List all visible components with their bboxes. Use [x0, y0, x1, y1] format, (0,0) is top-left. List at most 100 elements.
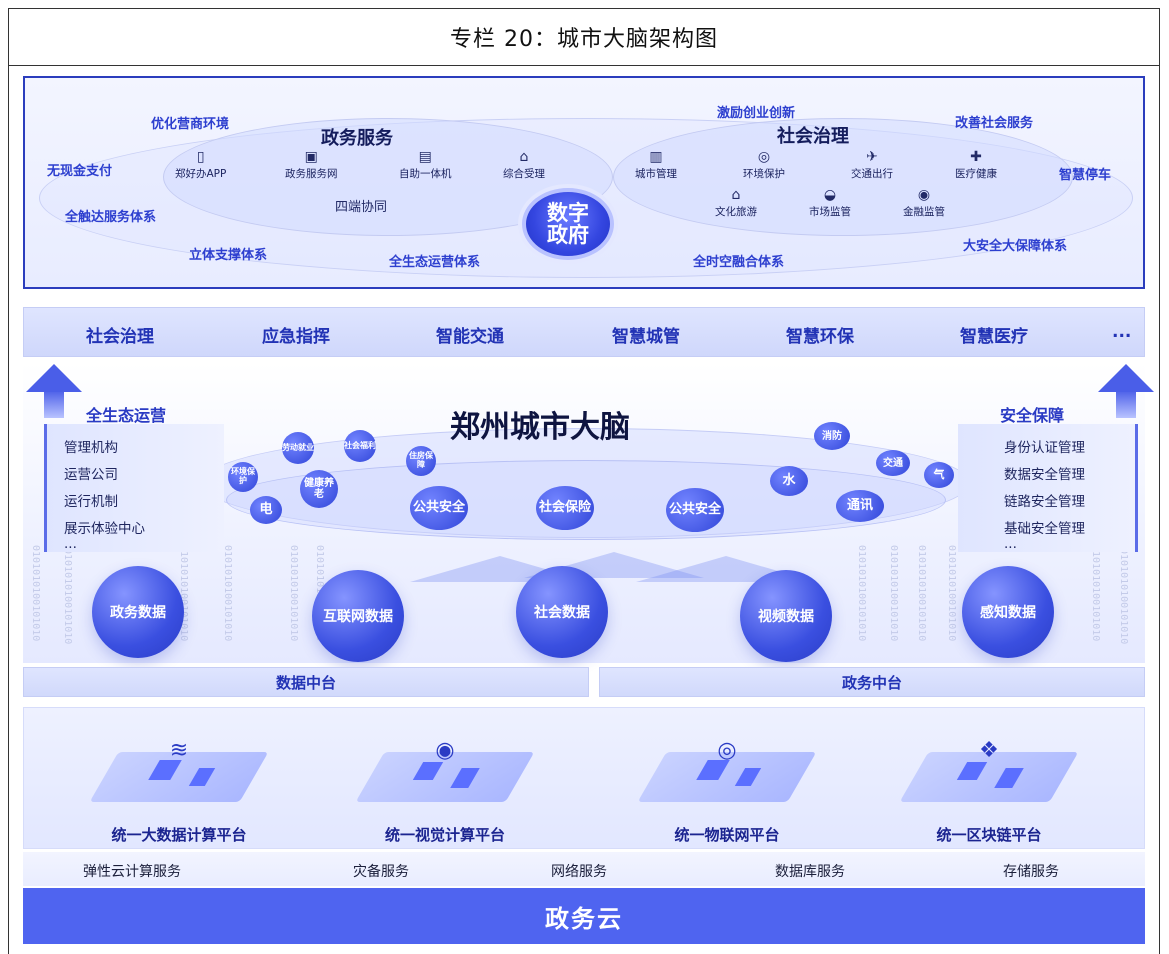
bubble-telecom: 通讯: [836, 490, 884, 522]
binary-stream: 0101010100101010: [916, 545, 927, 642]
unified-platform-zone: ≋ 统一大数据计算平台 ◉ 统一视觉计算平台 ◎ 统一物联网平台 ❖ 统一区块链…: [23, 707, 1145, 849]
data-source-internet[interactable]: 互联网数据: [312, 570, 404, 662]
data-source-gov[interactable]: 政务数据: [92, 566, 184, 658]
ops-item: 运行机制: [64, 494, 118, 510]
app-smart-healthcare[interactable]: 智慧医疗: [960, 327, 1028, 347]
service-zhenghaoban[interactable]: ▯ 郑好办APP: [175, 149, 227, 180]
cloud-service-item[interactable]: 弹性云计算服务: [83, 864, 181, 880]
app-smart-environment[interactable]: 智慧环保: [786, 327, 854, 347]
bubble-electricity: 电: [250, 496, 282, 524]
binary-stream: 0101010100101010: [222, 545, 233, 642]
figure-caption: 专栏 20：城市大脑架构图: [8, 8, 1160, 66]
service-gov-website[interactable]: ▣ 政务服务网: [285, 149, 338, 180]
bubble-gas: 气: [924, 462, 954, 488]
binary-stream: 0101010100101010: [946, 545, 957, 642]
cloud-service-item[interactable]: 存储服务: [1003, 864, 1059, 880]
service-city-management[interactable]: ▥ 城市管理: [635, 149, 677, 180]
service-acceptance[interactable]: ⌂ 综合受理: [503, 149, 545, 180]
security-item: 链路安全管理: [1004, 494, 1085, 510]
bubble-employment: 劳动就业: [282, 432, 314, 464]
up-arrow-right: [1098, 364, 1154, 392]
digital-government-panel: 政务服务 社会治理 优化营商环境 无现金支付 全触达服务体系 立体支撑体系 全生…: [23, 76, 1145, 289]
outer-label: 全生态运营体系: [389, 255, 481, 270]
outer-label: 立体支撑体系: [189, 248, 268, 263]
gov-service-heading: 政务服务: [321, 128, 393, 149]
app-smart-city-management[interactable]: 智慧城管: [612, 327, 680, 347]
ecosystem-ops-title: 全生态运营: [86, 406, 167, 425]
cloud-service-item[interactable]: 网络服务: [551, 864, 607, 880]
service-financial-supervision[interactable]: ◉ 金融监管: [903, 187, 945, 218]
ops-item: ...: [64, 536, 77, 552]
arrow-stem-left: [44, 390, 64, 418]
cloud-service-item[interactable]: 灾备服务: [353, 864, 409, 880]
service-healthcare[interactable]: ✚ 医疗健康: [955, 149, 997, 180]
platform-label: 统一大数据计算平台: [111, 826, 247, 844]
bubble-traffic: 交通: [876, 450, 910, 476]
ops-item: 管理机构: [64, 440, 118, 456]
binary-stream: 0101010100101010: [1090, 545, 1101, 642]
security-item: 身份认证管理: [1004, 440, 1085, 456]
wifi-icon: ◎: [717, 737, 737, 763]
cloud-services-row: 弹性云计算服务 灾备服务 网络服务 数据库服务 存储服务: [23, 852, 1145, 886]
platform-label: 统一视觉计算平台: [384, 826, 505, 844]
app-emergency-command[interactable]: 应急指挥: [262, 327, 330, 347]
bubble-public-safety: 公共安全: [410, 486, 468, 530]
digital-government-core: 数字政府: [522, 188, 614, 260]
database-stack-icon: ≋: [169, 737, 189, 763]
outer-label: 智慧停车: [1059, 168, 1112, 183]
platform-label: 统一区块链平台: [936, 826, 1042, 844]
counter-icon: ⌂: [519, 149, 529, 165]
service-kiosk[interactable]: ▤ 自助一体机: [399, 149, 452, 180]
binary-stream: 0101010100101010: [62, 548, 73, 645]
data-source-social[interactable]: 社会数据: [516, 566, 608, 658]
binary-stream: 0101010100101010: [888, 545, 899, 642]
figure-frame: [8, 8, 1160, 954]
platform-bigdata[interactable]: ≋ 统一大数据计算平台: [64, 712, 294, 847]
culture-icon: ⌂: [731, 187, 741, 203]
social-governance-ring: [613, 118, 1073, 236]
monitor-icon: ▣: [304, 149, 318, 165]
ecosystem-ops-box: [44, 424, 224, 552]
service-culture-tourism[interactable]: ⌂ 文化旅游: [715, 187, 757, 218]
platform-vision[interactable]: ◉ 统一视觉计算平台: [330, 712, 560, 847]
app-smart-traffic[interactable]: 智能交通: [436, 327, 504, 347]
platform-label: 统一物联网平台: [674, 826, 780, 844]
outer-label: 改善社会服务: [955, 116, 1034, 131]
bubble-welfare: 社会福利: [344, 430, 376, 462]
security-item: ...: [1004, 536, 1017, 552]
service-transport[interactable]: ✈ 交通出行: [851, 149, 893, 180]
service-market-supervision[interactable]: ◒ 市场监管: [809, 187, 851, 218]
ops-item: 展示体验中心: [64, 521, 145, 537]
up-arrow-left: [26, 364, 82, 392]
data-middle-platform[interactable]: 数据中台: [23, 667, 589, 697]
bubble-fire: 消防: [814, 422, 850, 450]
city-icon: ▥: [649, 149, 663, 165]
arrow-stem-right: [1116, 390, 1136, 418]
binary-stream: 0101010100101010: [178, 545, 189, 642]
service-environment[interactable]: ◎ 环境保护: [743, 149, 785, 180]
app-social-governance[interactable]: 社会治理: [86, 327, 154, 347]
platform-iot[interactable]: ◎ 统一物联网平台: [612, 712, 842, 847]
kiosk-icon: ▤: [418, 149, 432, 165]
social-governance-heading: 社会治理: [777, 126, 849, 147]
data-source-sensor[interactable]: 感知数据: [962, 566, 1054, 658]
outer-label: 无现金支付: [47, 164, 113, 179]
outer-label: 优化营商环境: [151, 117, 230, 132]
outer-label: 全触达服务体系: [65, 210, 157, 225]
platform-blockchain[interactable]: ❖ 统一区块链平台: [874, 712, 1104, 847]
cloud-service-item[interactable]: 数据库服务: [775, 864, 845, 880]
blockchain-icon: ❖: [979, 737, 999, 763]
gov-middle-platform[interactable]: 政务中台: [599, 667, 1145, 697]
outer-label: 全时空融合体系: [693, 255, 785, 270]
four-end-collab: 四端协同: [335, 200, 388, 215]
bubble-housing: 住房保障: [406, 446, 436, 476]
finance-icon: ◉: [917, 187, 931, 203]
bubble-water: 水: [770, 466, 808, 496]
bubble-environment: 环境保护: [228, 462, 258, 492]
bubble-social-insurance: 社会保险: [536, 486, 594, 530]
app-more[interactable]: ...: [1112, 322, 1132, 342]
security-item: 基础安全管理: [1004, 521, 1085, 537]
leaf-icon: ◎: [757, 149, 771, 165]
data-source-video[interactable]: 视频数据: [740, 570, 832, 662]
security-title: 安全保障: [1000, 406, 1065, 425]
